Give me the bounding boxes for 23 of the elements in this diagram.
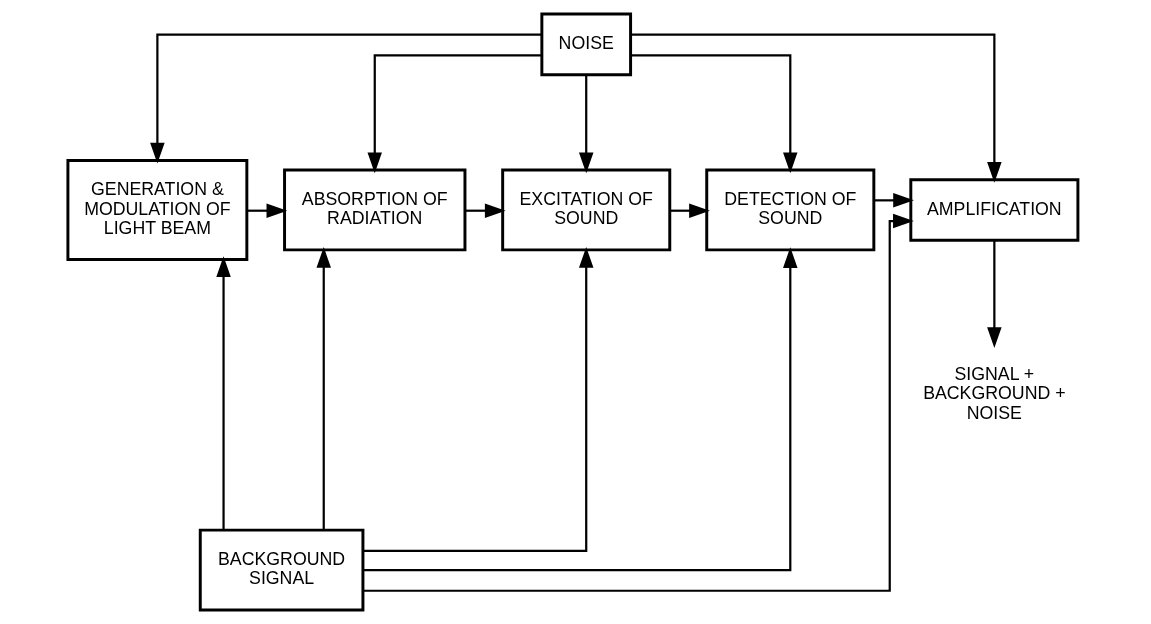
- node-text: SIGNAL + BACKGROUND + NOISE: [923, 364, 1066, 423]
- arrow: [367, 54, 542, 174]
- node-box: EXCITATION OF SOUND: [501, 168, 672, 252]
- node-box: BACKGROUND SIGNAL: [198, 528, 365, 612]
- arrow: [465, 203, 506, 218]
- node-box: GENERATION & MODULATION OF LIGHT BEAM: [66, 158, 249, 261]
- arrow: [631, 54, 798, 174]
- arrow: [150, 33, 542, 164]
- arrow: [216, 256, 231, 530]
- arrow: [363, 247, 798, 572]
- arrow: [578, 74, 594, 174]
- arrow: [363, 247, 594, 552]
- node-box: AMPLIFICATION: [909, 178, 1080, 242]
- arrow: [873, 193, 914, 208]
- node-box: ABSORPTION OF RADIATION: [283, 168, 467, 252]
- arrow: [247, 203, 288, 218]
- arrow: [987, 240, 1002, 349]
- node-box: DETECTION OF SOUND: [705, 168, 876, 252]
- arrow: [316, 247, 331, 530]
- node-box: NOISE: [540, 12, 633, 77]
- arrow: [630, 33, 1002, 183]
- arrow: [669, 203, 710, 218]
- arrow: [363, 213, 914, 592]
